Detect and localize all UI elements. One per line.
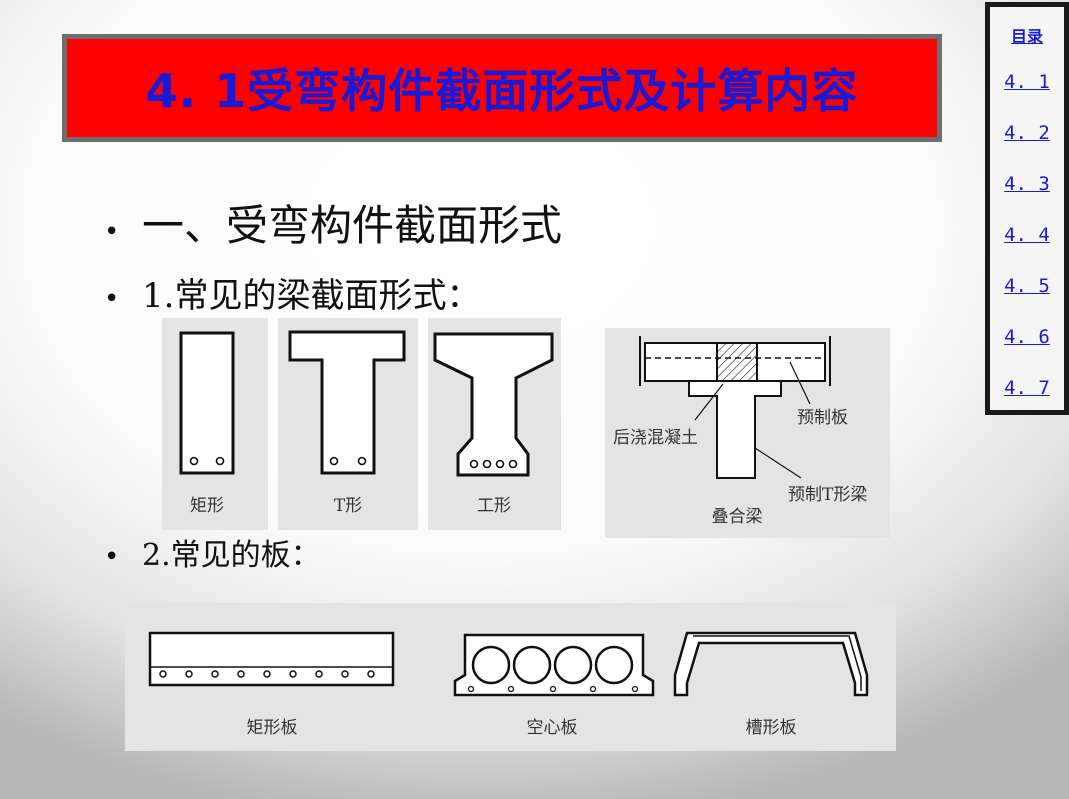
bullet-marker: • xyxy=(104,542,120,572)
figure-slabs: 矩形板 空心板 槽形板 xyxy=(125,603,896,751)
bullet-section-heading: • 一、受弯构件截面形式 xyxy=(104,192,562,253)
i-beam-drawing: 工形 xyxy=(433,332,554,516)
toc-link-4-1[interactable]: 4. 1 xyxy=(1004,71,1050,93)
toc-panel: 目录 4. 1 4. 2 4. 3 4. 4 4. 5 4. 6 4. 7 xyxy=(985,2,1069,415)
bullet-text: 2.常见的板： xyxy=(142,538,321,573)
t-beam-caption: T形 xyxy=(334,496,362,516)
composite-tbeam-label: 预制T形梁 xyxy=(788,485,867,505)
toc-link-4-2[interactable]: 4. 2 xyxy=(1004,122,1050,144)
bullet-beam-sections: • 1.常见的梁截面形式： xyxy=(104,268,480,317)
toc-link-4-6[interactable]: 4. 6 xyxy=(1004,326,1050,348)
rect-beam-caption: 矩形 xyxy=(190,496,224,516)
toc-link-4-5[interactable]: 4. 5 xyxy=(1004,275,1050,297)
slab-rect-caption: 矩形板 xyxy=(247,718,298,738)
slabs-drawing: 矩形板 空心板 槽形板 xyxy=(148,631,869,738)
figure-composite-beam: 后浇混凝土 预制板 预制T形梁 叠合梁 xyxy=(605,328,890,538)
slab-channel-caption: 槽形板 xyxy=(746,718,797,738)
bullet-text: 一、受弯构件截面形式 xyxy=(142,201,563,250)
title-banner: 4. 1受弯构件截面形式及计算内容 xyxy=(62,34,942,142)
page-title: 4. 1受弯构件截面形式及计算内容 xyxy=(145,64,859,118)
figure-i-beam: 工形 xyxy=(428,318,561,530)
figure-rect-beam: 矩形 xyxy=(162,318,268,530)
t-beam-drawing: T形 xyxy=(288,330,406,516)
bullet-text: 1.常见的梁截面形式： xyxy=(142,276,481,316)
i-beam-caption: 工形 xyxy=(477,496,511,516)
composite-name-caption: 叠合梁 xyxy=(712,507,763,527)
toc-link-4-4[interactable]: 4. 4 xyxy=(1004,224,1050,246)
bullet-slabs: • 2.常见的板： xyxy=(104,530,321,574)
figure-t-beam: T形 xyxy=(278,318,418,530)
bullet-marker: • xyxy=(104,284,120,314)
composite-beam-drawing: 后浇混凝土 预制板 预制T形梁 叠合梁 xyxy=(613,336,867,527)
toc-link-4-3[interactable]: 4. 3 xyxy=(1004,173,1050,195)
rect-beam-drawing: 矩形 xyxy=(179,331,235,516)
composite-cast-label: 后浇混凝土 xyxy=(613,428,698,448)
composite-slab-label: 预制板 xyxy=(797,408,848,428)
toc-heading-link[interactable]: 目录 xyxy=(1010,27,1043,46)
slab-hollow-caption: 空心板 xyxy=(527,718,578,738)
toc-link-4-7[interactable]: 4. 7 xyxy=(1004,377,1050,399)
bullet-marker: • xyxy=(104,217,120,247)
